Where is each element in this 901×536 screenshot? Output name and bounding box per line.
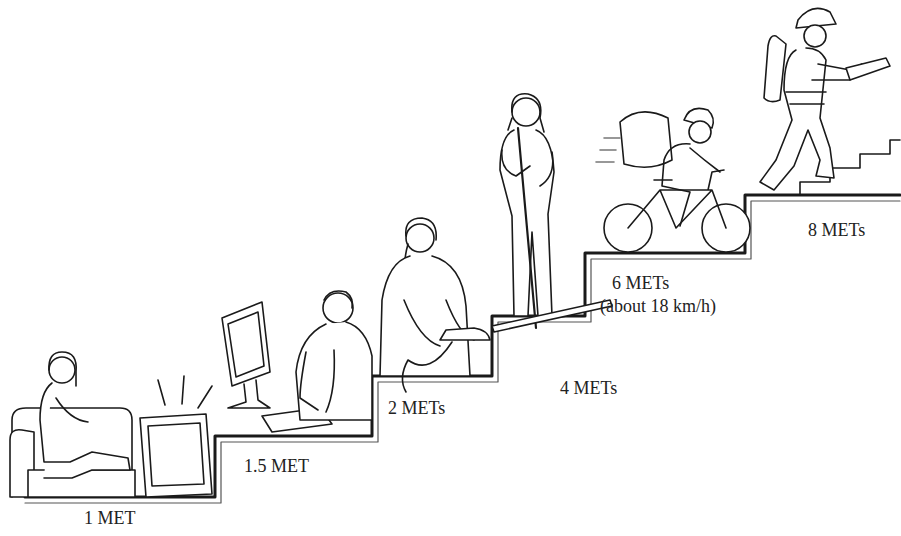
computer-figure [222,291,372,432]
sofa-figure [10,352,135,497]
stair-shadow [25,201,900,503]
met-label: 6 METs [612,273,669,293]
met-label: (about 18 km/h) [600,296,716,316]
met-label: 1 MET [84,508,136,528]
stair-outline [25,195,900,497]
met-label: 1.5 MET [244,456,309,476]
firefighter-figure [760,8,890,190]
met-label: 8 METs [808,220,865,240]
ironing-figure [380,218,490,392]
cyclist-figure [596,108,750,252]
mopping-figure [492,94,612,332]
tv-set [140,376,212,497]
met-label: 4 METs [560,378,617,398]
met-label: 2 METs [388,398,445,418]
